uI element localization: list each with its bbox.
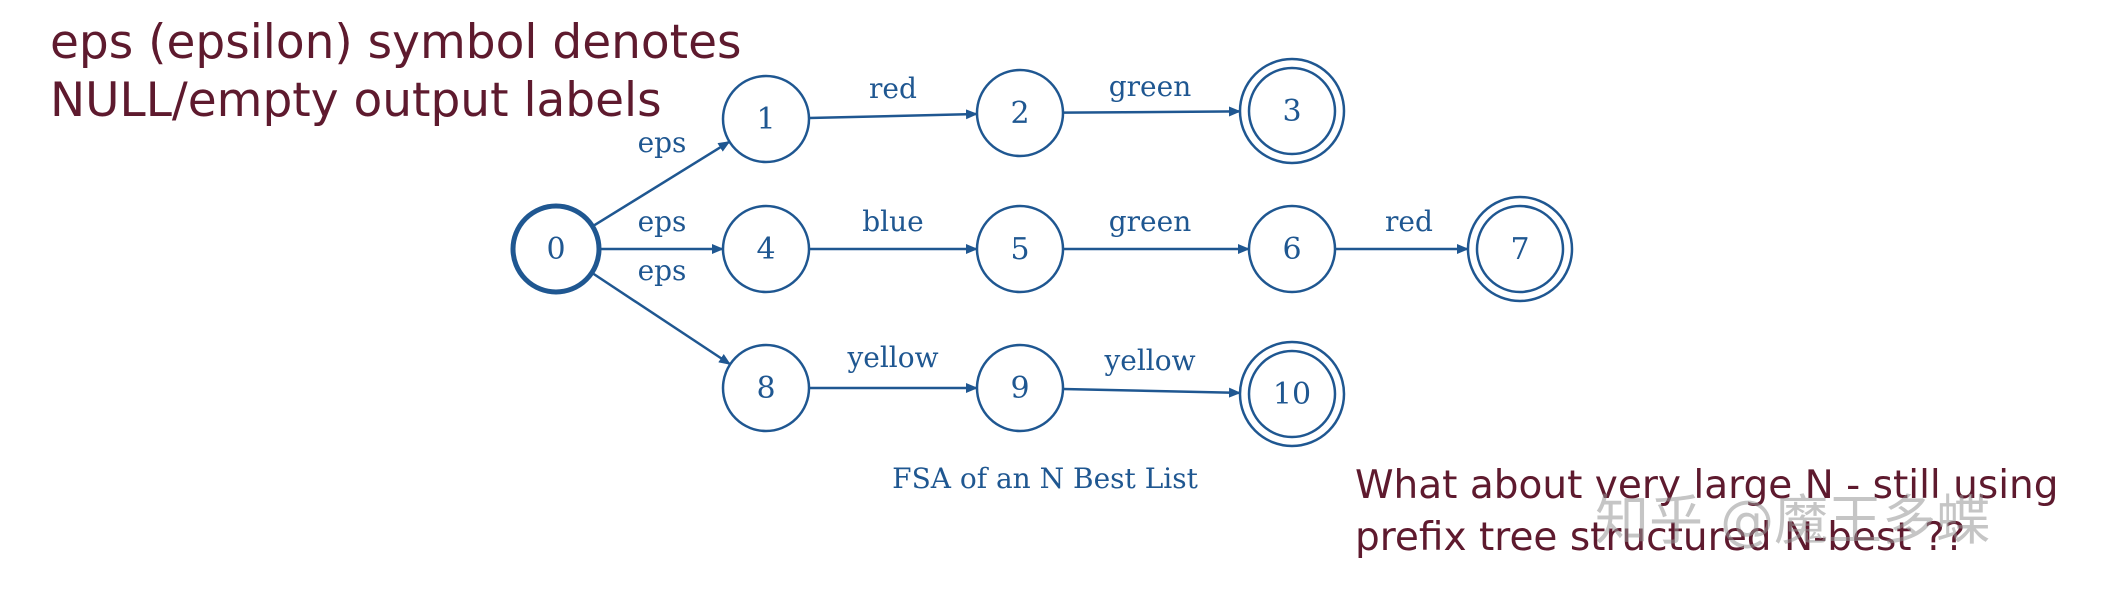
state-circle-6 — [1247, 204, 1337, 294]
state-circle-1 — [721, 74, 811, 164]
transition-arrow-0-1 — [591, 140, 731, 228]
state-label-7: 7 — [1510, 232, 1529, 267]
state-2: 2 — [975, 68, 1065, 158]
state-label-5: 5 — [1010, 232, 1029, 267]
state-1: 1 — [721, 74, 811, 164]
transition-label-6-7: red — [1385, 205, 1433, 238]
transition-arrow-0-8 — [591, 271, 731, 366]
state-label-6: 6 — [1282, 232, 1301, 267]
state-label-0: 0 — [546, 232, 565, 267]
transition-label-0-8: eps — [638, 254, 687, 287]
transition-arrow-9-10 — [1062, 387, 1242, 398]
transition-label-9-10: yellow — [1103, 344, 1195, 377]
state-circle-2 — [975, 68, 1065, 158]
question-line-1: What about very large N - still using — [1355, 463, 2059, 508]
transition-label-2-3: green — [1109, 70, 1191, 103]
epsilon-note-line-1: eps (epsilon) symbol denotes — [50, 15, 742, 70]
transition-label-1-2: red — [869, 72, 917, 105]
state-7: 7 — [1466, 195, 1574, 303]
state-circle-3 — [1247, 66, 1337, 156]
transition-label-5-6: green — [1109, 205, 1191, 238]
final-state-ring-10 — [1238, 340, 1346, 448]
state-label-3: 3 — [1282, 94, 1301, 129]
state-circle-9 — [975, 343, 1065, 433]
state-10: 10 — [1238, 340, 1346, 448]
state-label-8: 8 — [756, 371, 775, 406]
state-label-10: 10 — [1273, 377, 1311, 412]
state-label-4: 4 — [756, 232, 775, 267]
transition-label-4-5: blue — [862, 205, 923, 238]
zhihu-watermark: 知乎 @魔王多蝶 — [1595, 489, 1991, 552]
transition-arrow-2-3 — [1062, 106, 1242, 117]
transition-arrow-1-2 — [808, 109, 979, 120]
large-n-question-note: What about very large N - still using pr… — [1355, 460, 2059, 564]
state-3: 3 — [1238, 57, 1346, 165]
state-label-1: 1 — [756, 102, 775, 137]
states-layer: 0 1 2 3 4 5 6 7 8 9 10 — [510, 57, 1574, 448]
state-circle-0 — [510, 203, 602, 295]
final-state-ring-3 — [1238, 57, 1346, 165]
state-circle-10 — [1247, 349, 1337, 439]
question-line-2: prefix tree structured N-best ?? — [1355, 515, 1966, 560]
state-label-9: 9 — [1010, 371, 1029, 406]
epsilon-note-line-2: NULL/empty output labels — [50, 73, 662, 128]
state-0: 0 — [510, 203, 602, 295]
diagram-caption: FSA of an N Best List — [892, 462, 1198, 495]
state-4: 4 — [721, 204, 811, 294]
state-circle-8 — [721, 343, 811, 433]
state-8: 8 — [721, 343, 811, 433]
transition-label-8-9: yellow — [846, 341, 938, 374]
state-circle-5 — [975, 204, 1065, 294]
state-circle-7 — [1475, 204, 1565, 294]
state-9: 9 — [975, 343, 1065, 433]
state-6: 6 — [1247, 204, 1337, 294]
transitions-layer: eps eps eps red green blue green red yellow yello… — [591, 70, 1469, 398]
state-5: 5 — [975, 204, 1065, 294]
state-circle-4 — [721, 204, 811, 294]
transition-label-0-4: eps — [638, 205, 687, 238]
epsilon-note: eps (epsilon) symbol denotes NULL/empty … — [50, 14, 741, 130]
state-label-2: 2 — [1010, 96, 1029, 131]
transition-label-0-1: eps — [638, 126, 687, 159]
final-state-ring-7 — [1466, 195, 1574, 303]
